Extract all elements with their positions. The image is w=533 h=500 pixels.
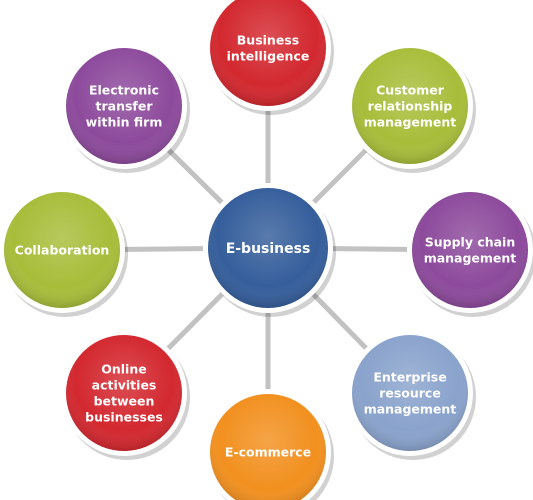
node-customer-relationship-management-shading xyxy=(352,48,468,164)
node-collaboration-label-line: Collaboration xyxy=(15,243,110,258)
node-customer-relationship-management-label-line: Customer xyxy=(376,83,445,98)
node-customer-relationship-management-label-line: relationship xyxy=(368,99,453,114)
node-e-commerce: E-commerce xyxy=(205,389,334,500)
node-enterprise-resource-management-label-line: management xyxy=(364,402,457,417)
node-online-activities-between-businesses-label-line: activities xyxy=(92,378,157,393)
node-supply-chain-management-shading xyxy=(412,192,528,308)
node-collaboration: Collaboration xyxy=(0,187,128,317)
node-e-business-center-label-line: E-business xyxy=(226,241,311,257)
node-business-intelligence-shading xyxy=(210,0,326,106)
node-e-commerce-shading xyxy=(210,394,326,500)
node-electronic-transfer-within-firm-shading xyxy=(66,48,182,164)
node-online-activities-between-businesses-label-line: between xyxy=(94,394,155,409)
node-e-business-center-label: E-business xyxy=(226,241,311,257)
node-business-intelligence-label-line: intelligence xyxy=(227,49,310,64)
node-supply-chain-management-label-line: Supply chain xyxy=(425,235,516,250)
node-business-intelligence-label-line: Business xyxy=(237,33,299,48)
node-supply-chain-management-label-line: management xyxy=(424,251,517,266)
node-electronic-transfer-within-firm-label-line: within firm xyxy=(86,115,163,130)
node-electronic-transfer-within-firm-label-line: transfer xyxy=(96,99,154,114)
node-enterprise-resource-management-label-line: Enterprise xyxy=(373,370,446,385)
node-enterprise-resource-management-label-line: resource xyxy=(379,386,441,401)
node-e-commerce-label: E-commerce xyxy=(225,445,311,460)
node-e-business-center: E-business xyxy=(203,183,336,317)
node-customer-relationship-management-label-line: management xyxy=(364,115,457,130)
node-e-commerce-label-line: E-commerce xyxy=(225,445,311,460)
node-e-business-center-shading xyxy=(208,188,328,308)
node-online-activities-between-businesses-label-line: Online xyxy=(101,362,146,377)
node-online-activities-between-businesses-label-line: businesses xyxy=(85,410,163,425)
node-online-activities-between-businesses-shading xyxy=(66,335,182,451)
node-electronic-transfer-within-firm-label-line: Electronic xyxy=(89,83,159,98)
node-collaboration-label: Collaboration xyxy=(15,243,110,258)
node-collaboration-shading xyxy=(4,192,120,308)
node-enterprise-resource-management-shading xyxy=(352,335,468,451)
